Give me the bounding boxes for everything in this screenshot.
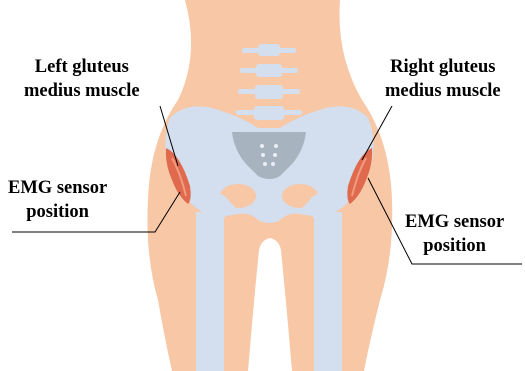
- label-right-gluteus-medius: Right gluteus medius muscle: [385, 55, 501, 103]
- label-left-emg-sensor: EMG sensor position: [8, 176, 107, 224]
- label-right-muscle-line2: medius muscle: [385, 79, 501, 103]
- label-right-emg-sensor: EMG sensor position: [405, 210, 504, 258]
- label-left-muscle-line1: Left gluteus: [24, 55, 140, 79]
- label-left-gluteus-medius: Left gluteus medius muscle: [24, 55, 140, 103]
- label-left-sensor-line1: EMG sensor: [8, 176, 107, 200]
- label-right-sensor-line2: position: [405, 234, 504, 258]
- label-right-sensor-line1: EMG sensor: [405, 210, 504, 234]
- label-left-sensor-line2: position: [8, 200, 107, 224]
- label-right-muscle-line1: Right gluteus: [385, 55, 501, 79]
- label-left-muscle-line2: medius muscle: [24, 79, 140, 103]
